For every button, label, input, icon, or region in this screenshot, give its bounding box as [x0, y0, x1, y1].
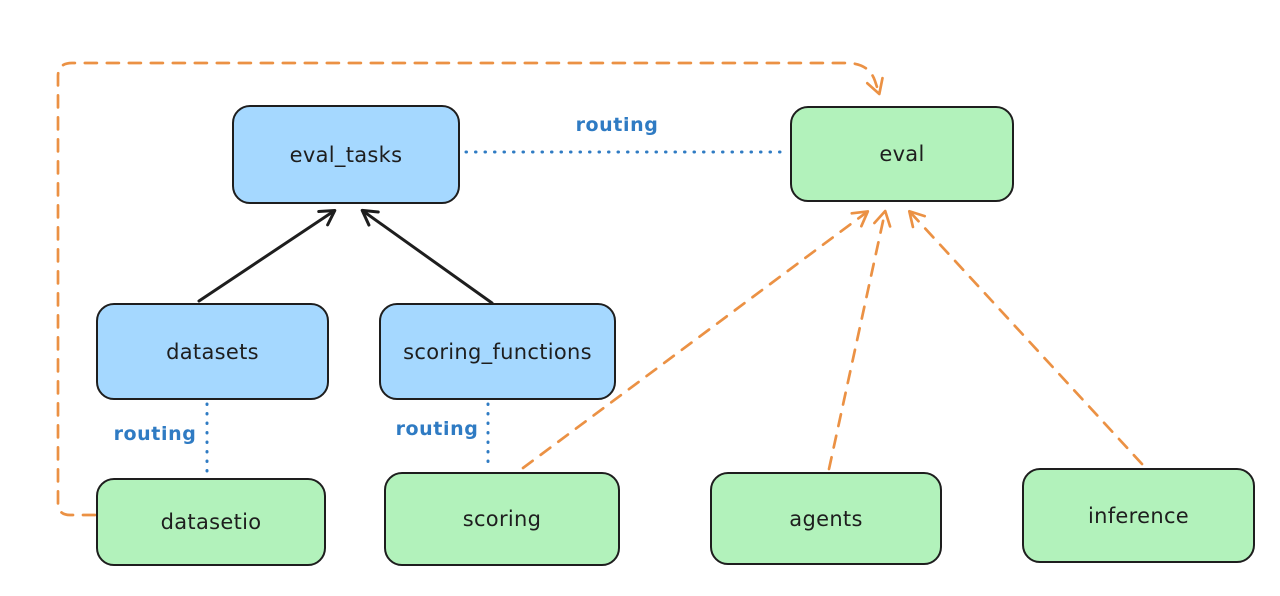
- node-label: datasets: [166, 339, 259, 364]
- node-label: inference: [1087, 503, 1190, 528]
- node-label: agents: [789, 506, 863, 531]
- edge-label-routing-datasets-datasetio: routing: [113, 423, 197, 445]
- node-label: scoring: [462, 507, 542, 531]
- edge-label-routing-eval-tasks-eval: routing: [575, 114, 659, 136]
- node-eval-tasks: eval_tasks: [232, 105, 460, 204]
- edge-inference-to-eval: [907, 209, 1144, 466]
- edge-agents-to-eval: [827, 209, 892, 471]
- node-scoring: scoring: [384, 472, 620, 566]
- edge-datasetio-to-eval: [56, 61, 884, 517]
- node-label: eval: [879, 142, 925, 166]
- edge-scoring-functions-to-eval-tasks: [360, 208, 494, 305]
- edge-label-routing-scoring-functions-scoring: routing: [395, 418, 479, 440]
- edge-datasets-to-eval-tasks: [197, 208, 337, 303]
- node-label: eval_tasks: [289, 142, 403, 167]
- node-eval: eval: [790, 106, 1014, 202]
- node-label: datasetio: [160, 510, 262, 534]
- node-agents: agents: [710, 472, 942, 565]
- node-scoring-functions: scoring_functions: [379, 303, 616, 400]
- node-datasets: datasets: [96, 303, 329, 400]
- node-datasetio: datasetio: [96, 478, 326, 566]
- node-label: scoring_functions: [403, 339, 592, 364]
- node-inference: inference: [1022, 468, 1255, 563]
